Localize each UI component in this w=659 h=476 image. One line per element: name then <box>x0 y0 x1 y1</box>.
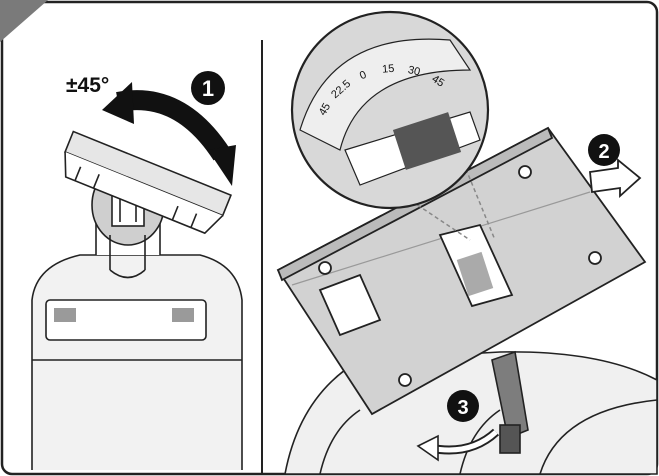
step-2-label: 2 <box>598 141 609 163</box>
swing-arrow-icon <box>416 428 500 462</box>
angle-label: ±45° <box>66 74 109 97</box>
step-3-badge <box>447 390 479 422</box>
step-1-label: 1 <box>202 76 214 101</box>
corner-tab <box>0 0 48 42</box>
saw-front-view <box>31 130 243 470</box>
magnifier-callout <box>290 10 496 241</box>
scale-mark: 45 <box>430 73 447 90</box>
scale-mark: 45 <box>317 101 334 118</box>
step-2-badge <box>588 134 620 166</box>
release-lever <box>491 350 529 454</box>
push-arrow-icon <box>589 158 642 199</box>
scale-mark: 15 <box>382 63 395 76</box>
scale-mark: 0 <box>358 69 368 82</box>
rotate-arrow-icon <box>102 82 236 186</box>
step-1-badge <box>191 71 225 105</box>
scale-mark: 30 <box>407 64 422 79</box>
step-3-label: 3 <box>457 397 468 419</box>
